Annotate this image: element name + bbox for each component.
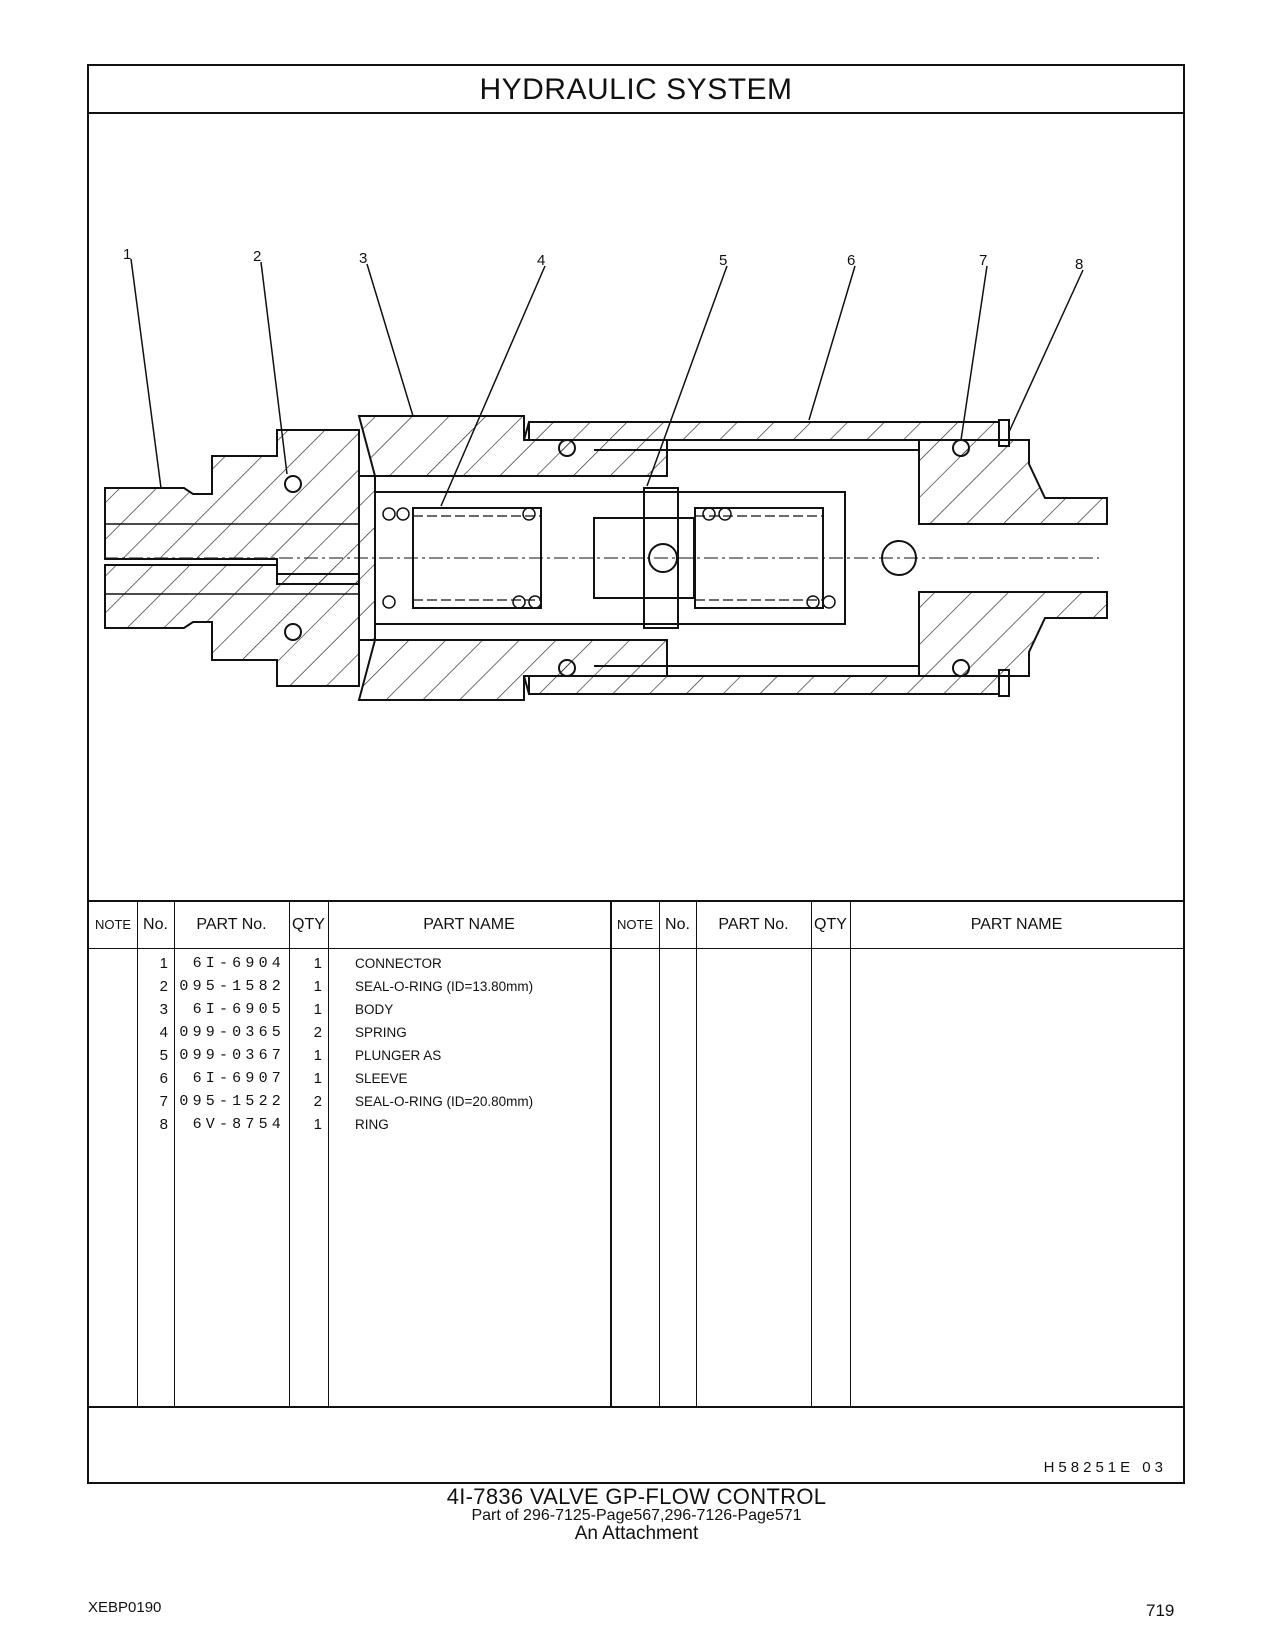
row-part-no: 095-1522: [179, 1093, 285, 1110]
table-row: 8 6V-8754 1 RING: [89, 1113, 1183, 1136]
assembly-attachment: An Attachment: [574, 1523, 699, 1544]
end-cap-upper: [918, 439, 1108, 525]
o-ring-2-lower: [284, 623, 302, 641]
leader-lines: [130, 258, 1084, 507]
page-number: 719: [1146, 1601, 1175, 1620]
o-ring-2-upper: [284, 475, 302, 493]
row-part-name: SLEEVE: [355, 1071, 408, 1086]
row-part-name: SEAL-O-RING (ID=20.80mm): [355, 1094, 534, 1109]
table-row: 4 099-0365 2 SPRING: [89, 1021, 1183, 1044]
ring-8-lower: [998, 669, 1010, 697]
drawing-code: H58251E 03: [1043, 1459, 1167, 1476]
row-part-no: 6I-6907: [192, 1070, 285, 1087]
assembly-part-of: Part of 296-7125-Page567,296-7126-Page57…: [471, 1507, 802, 1524]
sleeve-upper: [528, 421, 1000, 441]
header-qty: QTY: [292, 916, 325, 933]
table-row: 7 095-1522 2 SEAL-O-RING (ID=20.80mm): [89, 1090, 1183, 1113]
header-part-no-2: PART No.: [718, 916, 789, 933]
row-no: 4: [159, 1024, 168, 1041]
row-no: 8: [159, 1116, 168, 1133]
table-row: 6 6I-6907 1 SLEEVE: [89, 1067, 1183, 1090]
row-qty: 1: [313, 1047, 322, 1064]
header-note: NOTE: [94, 917, 132, 932]
row-part-no: 099-0365: [179, 1024, 285, 1041]
header-no: No.: [143, 916, 168, 933]
drawing-footer: H58251E 03: [89, 1406, 1183, 1486]
row-qty: 2: [313, 1093, 322, 1110]
row-qty: 1: [313, 955, 322, 972]
row-qty: 1: [313, 1116, 322, 1133]
callout-3: 3: [359, 250, 368, 267]
row-part-name: CONNECTOR: [355, 956, 442, 971]
table-row: 5 099-0367 1 PLUNGER AS: [89, 1044, 1183, 1067]
header-note-2: NOTE: [616, 917, 654, 932]
header-qty-2: QTY: [814, 916, 847, 933]
callout-5: 5: [719, 252, 728, 269]
callout-7: 7: [979, 252, 988, 269]
row-part-no: 6I-6904: [192, 955, 285, 972]
row-part-no: 6I-6905: [192, 1001, 285, 1018]
page-frame: HYDRAULIC SYSTEM: [87, 64, 1185, 1484]
page-title: HYDRAULIC SYSTEM: [89, 66, 1183, 114]
assembly-caption: 4I-7836 VALVE GP-FLOW CONTROL Part of 29…: [0, 1484, 1273, 1544]
row-part-no: 099-0367: [179, 1047, 285, 1064]
table-row: 1 6I-6904 1 CONNECTOR: [89, 952, 1183, 975]
exploded-view-diagram: 1 2 3 4 5 6 7 8: [89, 114, 1183, 900]
row-no: 6: [159, 1070, 168, 1087]
connector-upper: [104, 429, 360, 585]
callout-6: 6: [847, 252, 856, 269]
table-row: 3 6I-6905 1 BODY: [89, 998, 1183, 1021]
parts-table: NOTE No. PART No. QTY PART NAME NOTE No.…: [89, 900, 1183, 1406]
callout-8: 8: [1075, 256, 1084, 273]
row-qty: 1: [313, 978, 322, 995]
sleeve-lower: [528, 675, 1000, 695]
row-no: 2: [159, 978, 168, 995]
row-part-name: PLUNGER AS: [355, 1048, 442, 1063]
row-no: 3: [159, 1001, 168, 1018]
document-id: XEBP0190: [88, 1599, 162, 1616]
row-part-no: 095-1582: [179, 978, 285, 995]
table-row: 2 095-1582 1 SEAL-O-RING (ID=13.80mm): [89, 975, 1183, 998]
header-part-no: PART No.: [196, 916, 267, 933]
plunger-orifice: [648, 543, 678, 573]
o-ring-7-upper: [952, 439, 970, 457]
connector-lower: [104, 564, 360, 687]
check-ball: [881, 540, 917, 576]
valve-cross-section: [104, 258, 1108, 701]
row-part-name: BODY: [355, 1002, 394, 1017]
table-header-divider: [89, 948, 1183, 949]
row-qty: 1: [313, 1070, 322, 1087]
row-qty: 2: [313, 1024, 322, 1041]
row-part-no: 6V-8754: [192, 1116, 285, 1133]
end-cap-lower: [918, 591, 1108, 677]
header-part-name-2: PART NAME: [970, 916, 1063, 933]
row-part-name: SPRING: [355, 1025, 407, 1040]
row-part-name: RING: [355, 1117, 389, 1132]
assembly-title: 4I-7836 VALVE GP-FLOW CONTROL: [446, 1484, 827, 1509]
row-no: 1: [159, 955, 168, 972]
callout-2: 2: [253, 248, 262, 265]
spring-left: [412, 507, 542, 609]
header-part-name: PART NAME: [423, 916, 515, 933]
callout-4: 4: [537, 252, 546, 269]
header-no-2: No.: [665, 916, 690, 933]
callout-1: 1: [123, 246, 132, 263]
bore: [374, 491, 846, 625]
o-ring-7-lower: [952, 659, 970, 677]
ring-8-upper: [998, 419, 1010, 447]
row-qty: 1: [313, 1001, 322, 1018]
row-no: 7: [159, 1093, 168, 1110]
row-no: 5: [159, 1047, 168, 1064]
row-part-name: SEAL-O-RING (ID=13.80mm): [355, 979, 534, 994]
